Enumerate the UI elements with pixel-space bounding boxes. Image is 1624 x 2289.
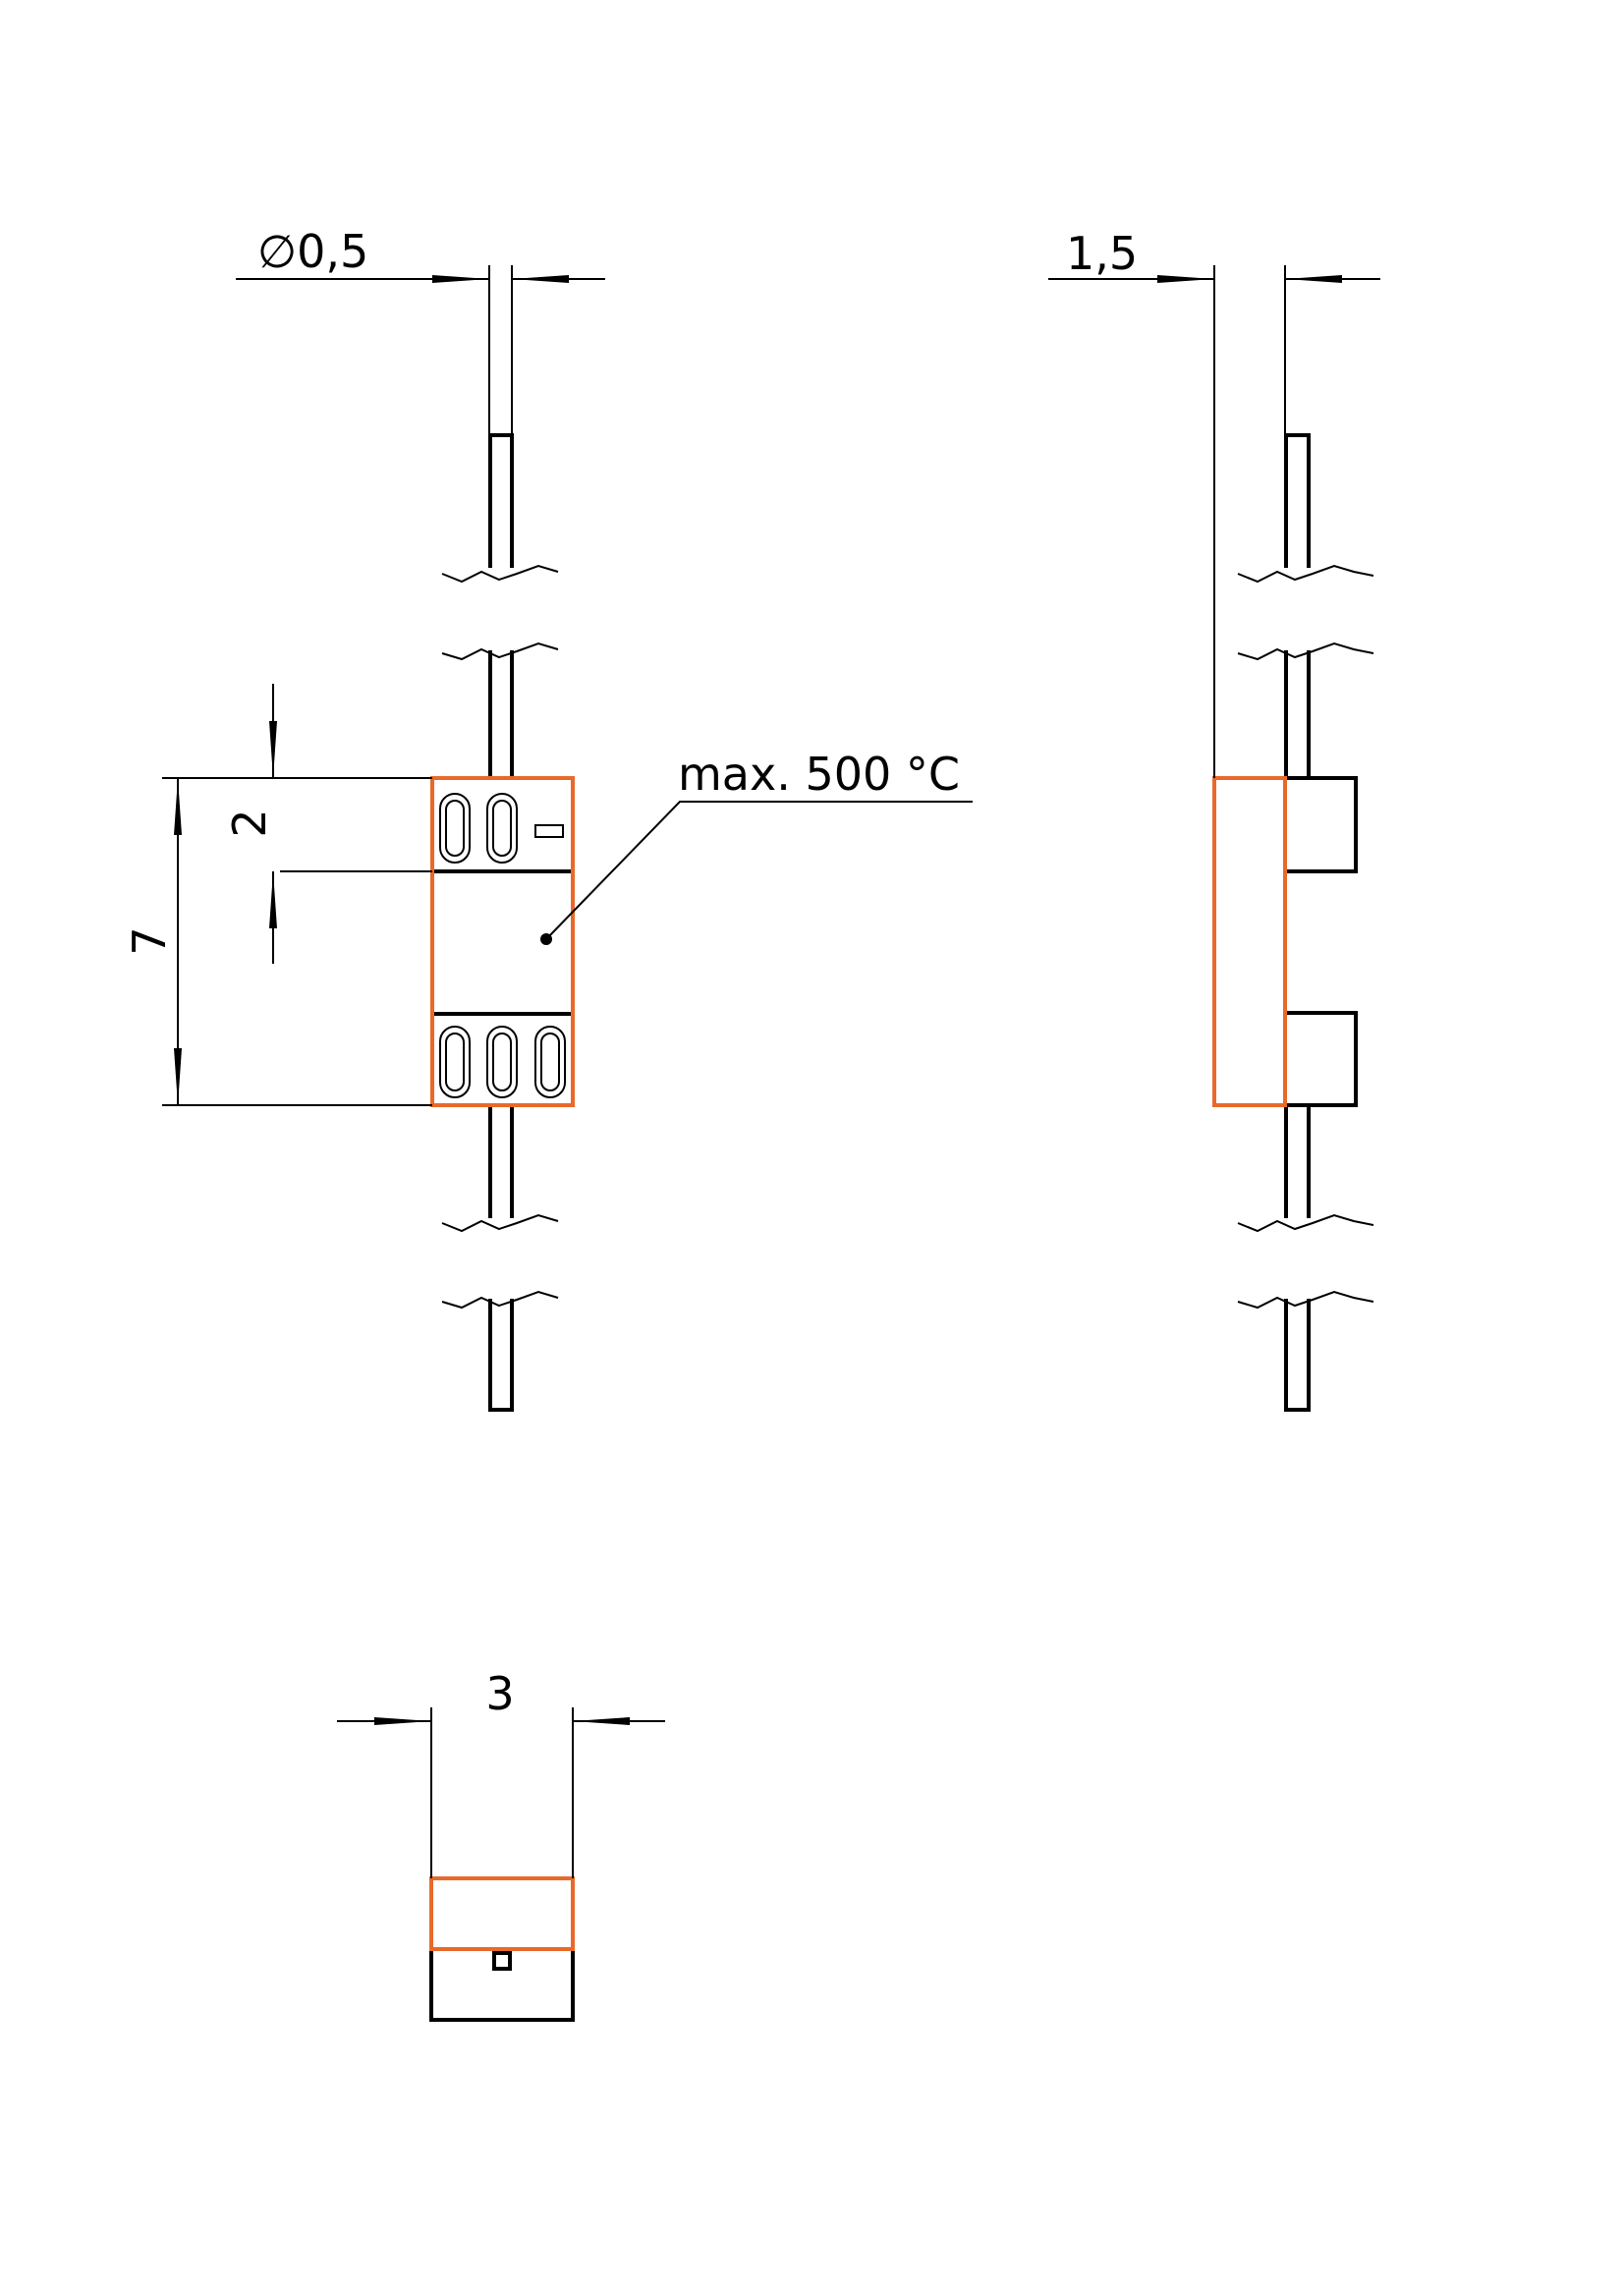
wire — [1284, 433, 1311, 1412]
heater-body — [430, 776, 575, 1107]
max-temperature-label: max. 500 °C — [678, 748, 960, 801]
dimension-segment-height: 2 — [223, 684, 432, 964]
heater-body-side — [1212, 776, 1287, 1107]
top-view: 3 — [337, 1667, 665, 2022]
front-view: ∅0,5 2 7 max. 500 °C — [123, 225, 973, 1412]
break-lines — [441, 564, 559, 1310]
heater-section — [429, 1876, 575, 1951]
dimension-diameter: ∅0,5 — [236, 225, 605, 435]
dimension-width: 3 — [337, 1667, 665, 1878]
tab-bottom — [1285, 1011, 1358, 1107]
base — [429, 1947, 575, 2022]
total-height-label: 7 — [123, 926, 176, 955]
dimension-thickness: 1,5 — [1048, 227, 1380, 778]
temperature-leader: max. 500 °C — [540, 748, 973, 945]
wire-section — [492, 1951, 512, 1971]
tab-top — [1285, 776, 1358, 873]
width-label: 3 — [485, 1667, 514, 1720]
diameter-label: ∅0,5 — [257, 225, 368, 278]
thickness-label: 1,5 — [1066, 227, 1138, 280]
side-view: 1,5 — [1048, 227, 1380, 1412]
wire — [488, 433, 514, 1412]
dimension-total-height: 7 — [123, 777, 432, 1106]
segment-height-label: 2 — [223, 809, 276, 837]
